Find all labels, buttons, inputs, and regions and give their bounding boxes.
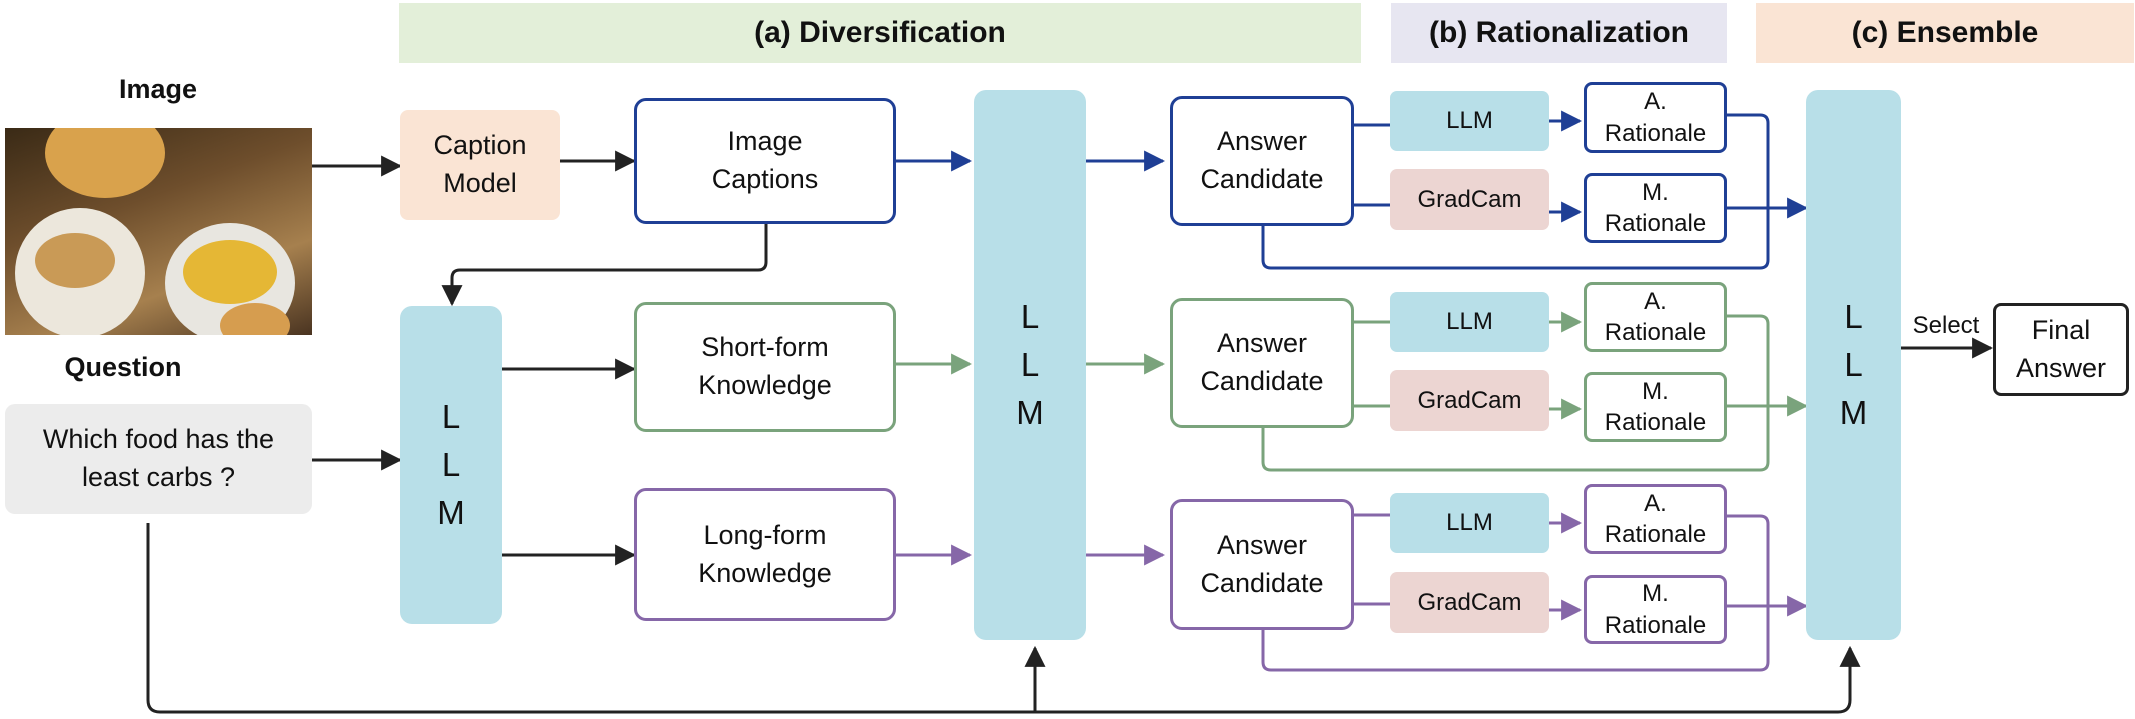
- a-rationale: A. Rationale: [1584, 282, 1727, 352]
- long-form-knowledge: Long-form Knowledge: [634, 488, 896, 621]
- m-rationale: M. Rationale: [1584, 575, 1727, 644]
- image-captions: Image Captions: [634, 98, 896, 224]
- image-label: Image: [118, 74, 198, 104]
- answer-candidate: Answer Candidate: [1170, 298, 1354, 428]
- caption-model: Caption Model: [400, 110, 560, 220]
- rationale-gradcam: GradCam: [1390, 370, 1549, 431]
- section-ensemble: (c) Ensemble: [1756, 3, 2134, 63]
- final-answer: Final Answer: [1993, 303, 2129, 396]
- question-text: Which food has the least carbs ?: [5, 404, 312, 514]
- a-rationale: A. Rationale: [1584, 82, 1727, 153]
- arrow-captions-to-llm1: [441, 224, 768, 307]
- rationale-gradcam: GradCam: [1390, 169, 1549, 230]
- llm-ensemble: L L M: [1806, 90, 1901, 640]
- rationale-llm: LLM: [1390, 292, 1549, 352]
- a-rationale: A. Rationale: [1584, 484, 1727, 554]
- m-rationale: M. Rationale: [1584, 173, 1727, 243]
- arrow-question-bypass: [146, 523, 1861, 714]
- rationale-llm: LLM: [1390, 91, 1549, 151]
- rationale-llm: LLM: [1390, 493, 1549, 553]
- m-rationale: M. Rationale: [1584, 372, 1727, 442]
- section-diversification: (a) Diversification: [399, 3, 1361, 63]
- food-photo: [5, 128, 312, 335]
- llm-knowledge-generator: L L M: [400, 306, 502, 624]
- rationale-gradcam: GradCam: [1390, 572, 1549, 633]
- select-label: Select: [1912, 312, 1980, 339]
- short-form-knowledge: Short-form Knowledge: [634, 302, 896, 432]
- section-rationalization: (b) Rationalization: [1391, 3, 1727, 63]
- question-label: Question: [64, 352, 182, 382]
- answer-candidate: Answer Candidate: [1170, 499, 1354, 630]
- llm-answer-generator: L L M: [974, 90, 1086, 640]
- answer-candidate: Answer Candidate: [1170, 96, 1354, 226]
